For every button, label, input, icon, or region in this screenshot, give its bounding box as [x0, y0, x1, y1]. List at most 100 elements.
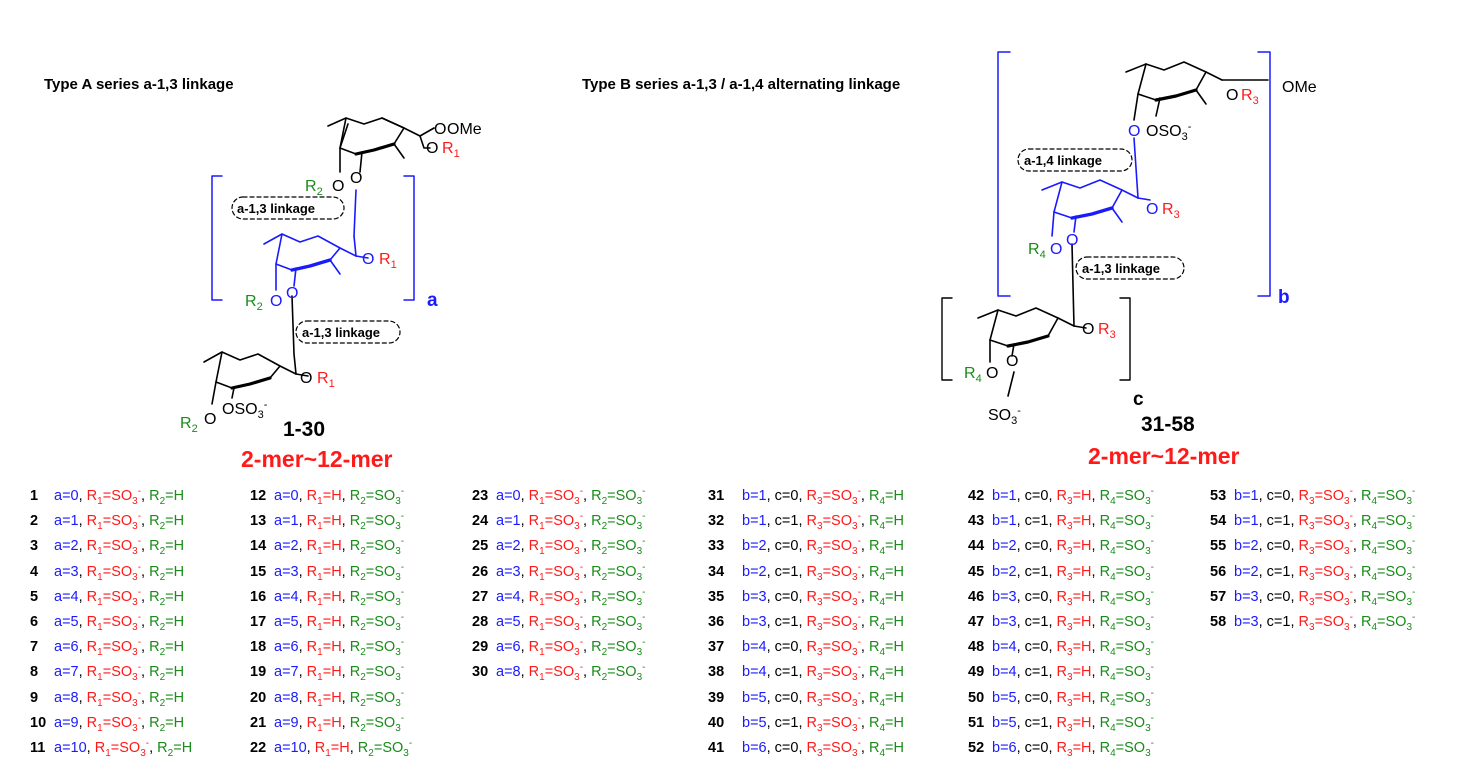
substituent-second: R4=H	[868, 588, 904, 608]
substituent-second: R2=H	[149, 588, 185, 608]
repeat-value: a=5	[496, 614, 521, 631]
repeat-value: b=2	[742, 538, 767, 555]
structure-b-labels: OMe O R3 O OSO3- a-1,4 linkage O R3 R4 O…	[964, 79, 1317, 427]
substituent-second: R4=H	[868, 664, 904, 684]
repeat-value-c: c=0	[1024, 488, 1049, 504]
repeat-value: a=4	[274, 588, 299, 605]
substituent-first: R1=H	[314, 740, 350, 759]
substituent-second: R2=SO3-	[349, 662, 405, 684]
substituent-first: R3=SO3-	[806, 713, 861, 734]
substituent-first: R3=SO3-	[806, 561, 861, 583]
substituent-second: R2=H	[157, 740, 193, 759]
substituent-second: R2=H	[149, 563, 185, 583]
compound-number: 33	[708, 538, 725, 555]
compound-number: 53	[1210, 488, 1227, 504]
compound-number: 57	[1210, 588, 1227, 605]
substituent-second: R2=SO3-	[349, 536, 405, 558]
substituent-first: R3=H	[1056, 563, 1092, 583]
substituent-first: R3=H	[1056, 513, 1092, 533]
substituent-second: R2=SO3-	[591, 612, 646, 633]
substituent-second: R4=SO3-	[1099, 536, 1154, 558]
repeat-value: a=6	[274, 639, 299, 656]
substituent-second: R4=SO3-	[1360, 586, 1416, 608]
substituent-second: R4=H	[868, 563, 904, 583]
compound-number: 29	[472, 639, 489, 656]
repeat-value: a=9	[274, 714, 299, 731]
a-repeat-label: a	[427, 290, 438, 311]
repeat-value-c: c=1	[774, 614, 799, 631]
compound-number: 55	[1210, 538, 1227, 555]
repeat-value: b=3	[992, 614, 1017, 631]
substituent-first: R3=H	[1056, 588, 1092, 608]
b-so3-bottom: SO3-	[988, 405, 1021, 427]
compound-number: 58	[1210, 614, 1227, 631]
repeat-value: a=2	[54, 538, 79, 555]
repeat-value: a=7	[54, 664, 79, 681]
repeat-value: b=1	[992, 513, 1017, 530]
repeat-value: b=3	[992, 588, 1017, 605]
ring-a-middle	[263, 189, 369, 291]
substituent-first: R1=SO3-	[528, 586, 584, 608]
repeat-value: b=1	[742, 513, 767, 530]
repeat-value-c: c=1	[1266, 563, 1291, 580]
b-o-so3-bottom: O	[1006, 353, 1018, 370]
repeat-value-c: c=1	[1024, 664, 1049, 681]
repeat-value: a=1	[496, 513, 521, 530]
substituent-first: R1=H	[306, 513, 342, 533]
compound-number: 18	[250, 639, 267, 656]
substituent-first: R3=H	[1056, 664, 1092, 684]
repeat-value: b=2	[1234, 563, 1259, 580]
type-b-header: Type B series a-1,3 / a-1,4 alternating …	[582, 76, 901, 93]
repeat-value: a=0	[496, 488, 521, 504]
compound-number: 10	[30, 714, 47, 731]
substituent-first: R3=SO3-	[1298, 511, 1353, 533]
compound-number: 5	[30, 588, 39, 605]
substituent-second: R4=SO3-	[1099, 586, 1154, 608]
repeat-value: a=8	[274, 689, 299, 706]
substituent-second: R4=SO3-	[1360, 536, 1416, 558]
b-o-second: O	[1146, 201, 1158, 218]
b-o-bottom: O	[1082, 321, 1094, 338]
b-r3-second: R3	[1162, 201, 1180, 221]
substituent-second: R4=H	[868, 639, 904, 659]
ring-a-top	[327, 117, 435, 173]
compound-number: 46	[968, 588, 985, 605]
repeat-value: b=1	[1234, 513, 1259, 530]
a-r1-top: R1	[442, 140, 460, 160]
compound-number: 26	[472, 563, 489, 580]
substituent-first: R3=H	[1056, 714, 1092, 734]
b-range: 31-58	[1141, 413, 1195, 436]
compound-number: 19	[250, 664, 267, 681]
substituent-second: R4=SO3-	[1360, 561, 1416, 583]
compound-number: 28	[472, 614, 489, 631]
compound-number: 8	[30, 664, 39, 681]
repeat-value-c: c=0	[774, 588, 799, 605]
substituent-first: R3=SO3-	[1298, 486, 1353, 507]
a-ome-o: O	[434, 121, 446, 138]
repeat-value-c: c=0	[1266, 538, 1291, 555]
substituent-first: R3=SO3-	[806, 687, 861, 709]
substituent-second: R2=H	[149, 714, 185, 734]
substituent-first: R3=SO3-	[1298, 561, 1353, 583]
repeat-value-c: c=0	[1024, 740, 1049, 757]
repeat-value: a=10	[274, 740, 307, 757]
compound-number: 14	[250, 538, 267, 555]
repeat-value: b=1	[992, 488, 1017, 504]
substituent-first: R1=SO3-	[86, 486, 142, 507]
repeat-value: b=2	[742, 563, 767, 580]
repeat-value-c: c=1	[1024, 563, 1049, 580]
a-linkage-bottom: a-1,3 linkage	[302, 325, 380, 340]
